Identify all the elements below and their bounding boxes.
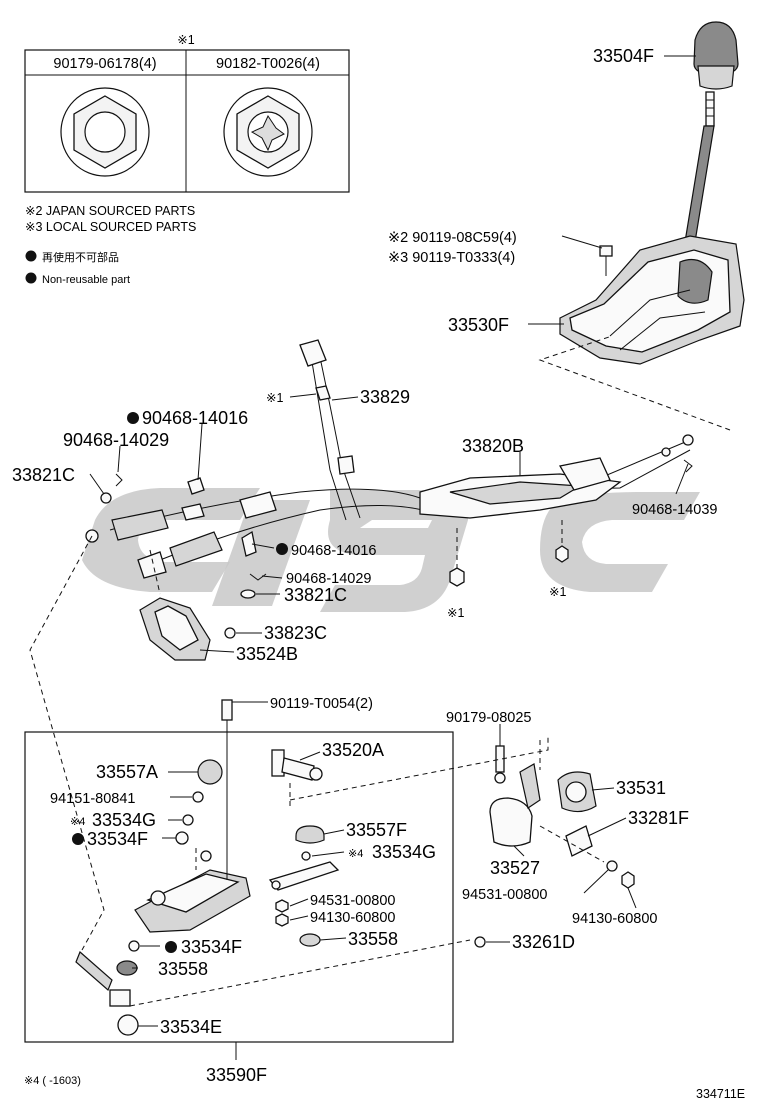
label-33527: 33527 [490, 858, 540, 878]
filled-circle-icon [25, 250, 37, 262]
label-90119-T0333: ※3 90119-T0333(4) [388, 250, 515, 266]
label-33558-a: 33558 [348, 929, 398, 949]
footnote-4: ※4 ( -1603) [24, 1075, 81, 1087]
label-33534G-a: 33534G [92, 810, 156, 830]
label-33557F: 33557F [346, 820, 407, 840]
filled-circle-icon [72, 833, 84, 845]
dashed-leaders [29, 335, 731, 1007]
bracket-33524B [139, 597, 236, 661]
label-33534F-b: 33534F [181, 937, 242, 957]
label-90468-14039: 90468-14039 [632, 502, 717, 518]
label-33531: 33531 [616, 778, 666, 798]
label-33823C: 33823C [264, 623, 327, 643]
label-90468-14029-b: 90468-14029 [286, 571, 371, 587]
note-nonreuse-jp: 再使用不可部品 [42, 250, 119, 264]
label-33520A: 33520A [322, 740, 384, 760]
label-33558-b: 33558 [158, 959, 208, 979]
part-labels: 33504F ※2 90119-08C59(4) ※3 90119-T0333(… [12, 46, 745, 1101]
label-33534G-b: 33534G [372, 842, 436, 862]
label-90179-08025: 90179-08025 [446, 710, 531, 726]
label-mark1-b: ※1 [447, 606, 464, 620]
label-33261D: 33261D [512, 932, 575, 952]
inset-table: ※1 90179-06178(4) 90182-T0026(4) [24, 33, 350, 193]
label-90468-14016-b: 90468-14016 [291, 543, 376, 559]
filled-circle-icon [127, 412, 139, 424]
label-33821C-b: 33821C [284, 585, 347, 605]
filled-circle-icon [276, 543, 288, 555]
label-33821C-a: 33821C [12, 465, 75, 485]
label-mark1-c: ※1 [549, 585, 566, 599]
label-33820B: 33820B [462, 436, 524, 456]
label-33557A: 33557A [96, 762, 158, 782]
label-mark4-b: ※4 [348, 848, 363, 860]
lock-nut-icon [223, 87, 313, 177]
label-94531-00800-b: 94531-00800 [462, 887, 547, 903]
label-leaders [89, 55, 696, 1060]
label-94130-60800-a: 94130-60800 [310, 910, 395, 926]
label-33524B: 33524B [236, 644, 298, 664]
label-mark4-a: ※4 [70, 816, 85, 828]
selector-assembly [24, 699, 454, 1043]
label-33530F: 33530F [448, 315, 509, 335]
label-90119-T0054: 90119-T0054(2) [270, 696, 373, 712]
inset-col-left: 90179-06178(4) [53, 56, 156, 72]
label-33534F-a: 33534F [87, 829, 148, 849]
inset-note-mark: ※1 [177, 33, 194, 47]
shift-lever-assembly [559, 21, 745, 365]
note-local: ※3 LOCAL SOURCED PARTS [25, 220, 196, 234]
label-33534E: 33534E [160, 1017, 222, 1037]
label-94151-80841: 94151-80841 [50, 791, 135, 807]
inset-col-right: 90182-T0026(4) [216, 56, 320, 72]
label-33281F: 33281F [628, 808, 689, 828]
notes: ※2 JAPAN SOURCED PARTS ※3 LOCAL SOURCED … [25, 204, 196, 286]
shift-lever-33527 [474, 745, 635, 948]
note-nonreuse-en: Non-reusable part [42, 274, 130, 286]
drawing-id: 334711E [696, 1087, 745, 1101]
hex-nut-icon [60, 87, 150, 177]
label-90468-14029-a: 90468-14029 [63, 430, 169, 450]
filled-circle-icon [25, 272, 37, 284]
label-94130-60800-b: 94130-60800 [572, 911, 657, 927]
label-90119-08C59: ※2 90119-08C59(4) [388, 230, 517, 246]
label-33829: 33829 [360, 387, 410, 407]
watermark-logo [82, 488, 700, 612]
label-94531-00800-a: 94531-00800 [310, 893, 395, 909]
label-33504F: 33504F [593, 46, 654, 66]
label-90468-14016-a: 90468-14016 [142, 408, 248, 428]
cable-assembly [85, 339, 694, 579]
label-33590F: 33590F [206, 1065, 267, 1085]
filled-circle-icon [165, 941, 177, 953]
label-mark1-a: ※1 [266, 391, 283, 405]
note-japan: ※2 JAPAN SOURCED PARTS [25, 204, 195, 218]
